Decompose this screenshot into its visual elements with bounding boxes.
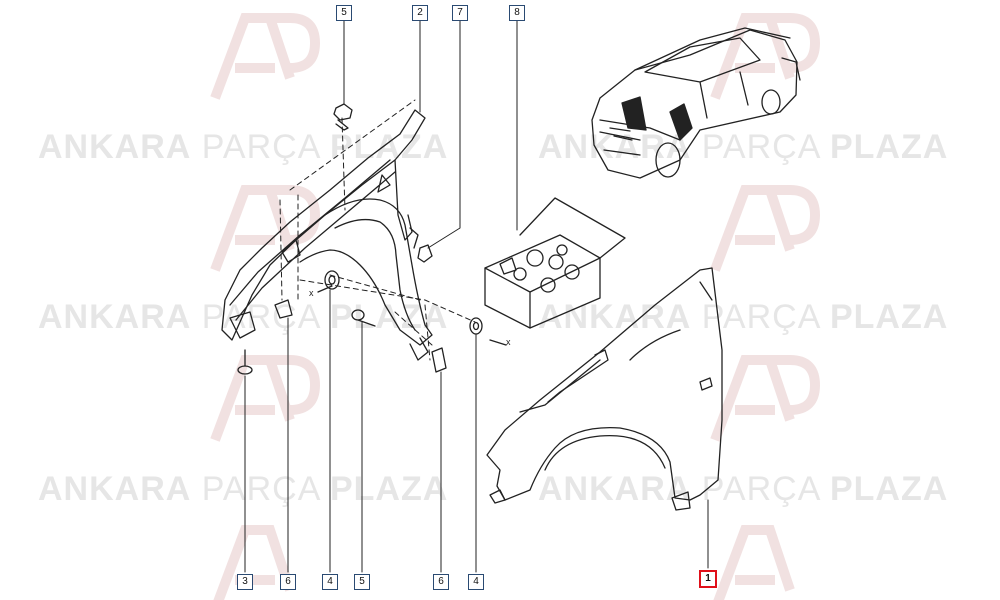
axis-marker: x: [309, 288, 314, 298]
watermark-text: ANKARA PARÇA PLAZA: [38, 128, 449, 166]
fender-icon: [486, 267, 723, 511]
car-icon: [591, 27, 801, 179]
ap-logo-icon: [710, 13, 821, 100]
watermark-text: ANKARA PARÇA PLAZA: [538, 298, 949, 336]
fender-exploded: [221, 109, 433, 361]
screw-icon: [351, 309, 376, 327]
callout-8[interactable]: 8: [509, 5, 525, 21]
callout-6-right[interactable]: 6: [433, 574, 449, 590]
ap-logo-icon: [713, 525, 795, 600]
watermark-text: ANKARA PARÇA PLAZA: [38, 470, 449, 508]
ap-logo-icon: [210, 13, 321, 100]
watermark-text: ANKARA PARÇA PLAZA: [538, 470, 949, 508]
axis-marker: x: [506, 337, 511, 347]
callout-2[interactable]: 2: [412, 5, 428, 21]
ap-logo-icon: [710, 355, 821, 442]
clip-icon: [274, 299, 293, 319]
nut-icon: [469, 317, 483, 335]
clip-icon: [333, 103, 353, 131]
nut-icon: [417, 244, 433, 263]
ap-logo-icon: [710, 185, 821, 272]
callout-7[interactable]: 7: [452, 5, 468, 21]
callout-5-bottom[interactable]: 5: [354, 574, 370, 590]
callout-4-left[interactable]: 4: [322, 574, 338, 590]
ap-logo-icon: [210, 355, 321, 442]
callout-1-highlighted[interactable]: 1: [699, 570, 717, 588]
watermark-text: ANKARA PARÇA PLAZA: [38, 298, 449, 336]
nut-icon: [324, 270, 340, 290]
callout-6-left[interactable]: 6: [280, 574, 296, 590]
clip-icon: [431, 347, 447, 373]
callout-5-top[interactable]: 5: [336, 5, 352, 21]
screw-icon: [237, 349, 253, 375]
callout-4-right[interactable]: 4: [468, 574, 484, 590]
callout-3[interactable]: 3: [237, 574, 253, 590]
clip-kit-box-icon: [484, 197, 626, 329]
